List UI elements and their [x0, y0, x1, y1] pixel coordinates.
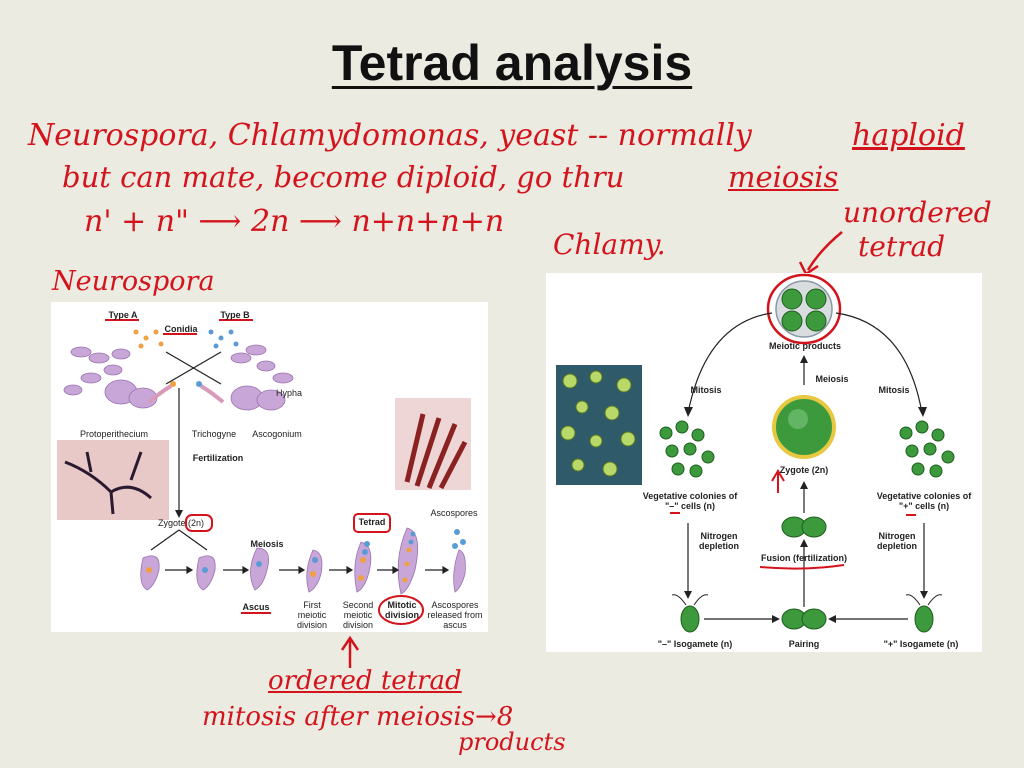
label-zygote: Zygote (2n): [151, 518, 211, 528]
label-type-a: Type A: [103, 310, 143, 320]
chlamydomonas-figure: Meiotic products Mitosis Meiosis Mitosis…: [546, 273, 982, 652]
label-type-b: Type B: [215, 310, 255, 320]
label-veg-plus: Vegetative colonies of "+" cells (n): [876, 491, 972, 511]
neurospora-diagram: [51, 302, 488, 632]
label-veg-minus: Vegetative colonies of "–" cells (n): [642, 491, 738, 511]
label-fusion: Fusion (fertilization): [756, 553, 852, 563]
label-mitotic-division: Mitotic division: [383, 600, 421, 620]
label-meiosis: Meiosis: [810, 374, 854, 384]
label-ascospores: Ascospores: [429, 508, 479, 518]
label-hypha: Hypha: [269, 388, 309, 398]
label-fertilization: Fertilization: [185, 453, 251, 463]
label-ascus: Ascus: [239, 602, 273, 612]
label-tetrad: Tetrad: [355, 517, 389, 527]
label-ascospores-released: Ascospores released from ascus: [427, 600, 483, 630]
label-iso-plus: "+" Isogamete (n): [876, 639, 966, 649]
label-ascogonium: Ascogonium: [247, 429, 307, 439]
label-pairing: Pairing: [782, 639, 826, 649]
label-mitosis-left: Mitosis: [686, 385, 726, 395]
label-protoperithecium: Protoperithecium: [69, 429, 159, 439]
label-nitrogen-left: Nitrogen depletion: [692, 531, 746, 551]
label-zygote-2n: Zygote (2n): [774, 465, 834, 475]
label-trichogyne: Trichogyne: [187, 429, 241, 439]
label-iso-minus: "–" Isogamete (n): [650, 639, 740, 649]
label-meiosis: Meiosis: [247, 539, 287, 549]
neurospora-figure: Type A Conidia Type B Hypha Protoperithe…: [51, 302, 488, 632]
label-conidia: Conidia: [159, 324, 203, 334]
chlamydomonas-diagram: [546, 273, 982, 652]
label-nitrogen-right: Nitrogen depletion: [870, 531, 924, 551]
label-first-meiotic: First meiotic division: [291, 600, 333, 630]
label-mitosis-right: Mitosis: [874, 385, 914, 395]
label-meiotic-products: Meiotic products: [760, 341, 850, 351]
label-second-meiotic: Second meiotic division: [337, 600, 379, 630]
